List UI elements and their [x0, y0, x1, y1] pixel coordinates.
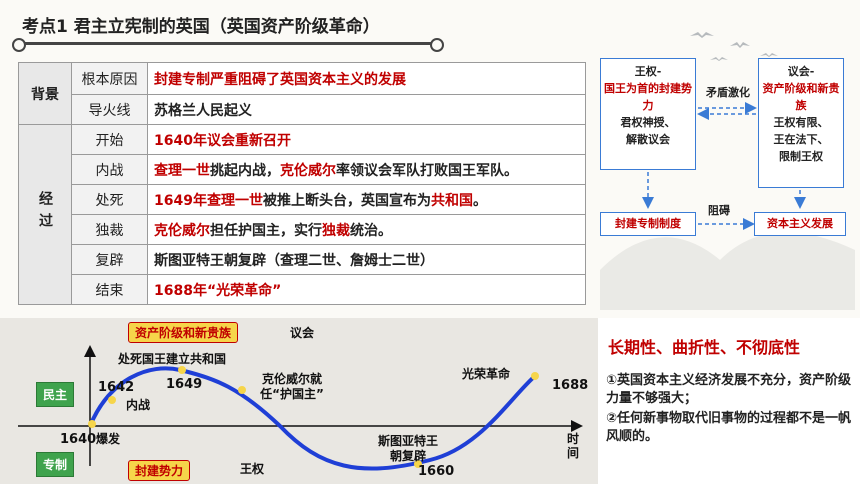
text-part: 克伦威尔 — [154, 222, 210, 239]
year-1649: 1649 — [166, 377, 203, 392]
process-label: 经过 — [18, 124, 72, 305]
relation-diagram: 王权- 国王为首的封建势力 君权神授、 解散议会 议会- 资产阶级和新贵族 王权… — [598, 58, 848, 248]
cromwell-label: 克伦威尔就任“护国主” — [260, 372, 324, 401]
row-desc: 克伦威尔担任护国主，实行独裁统治。 — [147, 214, 586, 245]
autocracy-box: 专制 — [36, 452, 75, 477]
timeline-chart — [18, 345, 583, 471]
text-part: 率领议会军队打败国王军队。 — [336, 162, 518, 179]
time-axis-label: 时间 — [566, 432, 579, 460]
table-row: 导火线 苏格兰人民起义 — [19, 94, 586, 125]
box-line: 王在法下、 — [773, 133, 829, 146]
text-part: 1649年查理一世 — [154, 192, 263, 209]
capitalism-box: 资本主义发展 — [754, 212, 846, 236]
execute-king-label: 处死国王建立共和国 — [118, 352, 227, 366]
summary-title: 长期性、曲折性、不彻底性 — [608, 338, 801, 357]
text-part: 共和国 — [430, 192, 473, 209]
row-desc: 查理一世挑起内战，克伦威尔率领议会军队打败国王军队。 — [147, 154, 586, 185]
row-label: 结束 — [71, 274, 148, 305]
point-1660 — [414, 460, 422, 468]
revolution-table: 背景 根本原因 封建专制严重阻碍了英国资本主义的发展 导火线 苏格兰人民起义 经… — [18, 62, 586, 305]
table-row: 内战 查理一世挑起内战，克伦威尔率领议会军队打败国王军队。 — [19, 154, 586, 185]
civil-war-label: 内战 — [126, 398, 151, 412]
point-1688 — [531, 372, 539, 380]
summary-panel — [598, 318, 860, 484]
box-line: 王权有限、 — [773, 116, 829, 129]
outbreak-label: 爆发 — [96, 432, 121, 446]
row-label: 复辟 — [71, 244, 148, 275]
row-desc: 斯图亚特王朝复辟（查理二世、詹姆士二世） — [147, 244, 586, 275]
box-red-text: 国王为首的封建势力 — [604, 82, 692, 112]
summary-point-1: ①英国资本主义经济发展不充分，资产阶级力量不够强大； — [606, 373, 852, 406]
background-label: 背景 — [18, 62, 72, 125]
text-part: 被推上断头台，英国宣布为 — [262, 192, 431, 209]
text-part: 克伦威尔 — [280, 162, 336, 179]
row-label: 开始 — [71, 124, 148, 155]
revolution-curve — [88, 366, 537, 471]
year-1688: 1688 — [552, 378, 589, 393]
process-label-text: 经过 — [37, 190, 53, 235]
parliament-label: 议会 — [290, 326, 315, 340]
table-row: 复辟 斯图亚特王朝复辟（查理二世、詹姆士二世） — [19, 244, 586, 275]
row-desc: 1688年“光荣革命” — [147, 274, 586, 305]
conflict-label: 矛盾激化 — [706, 86, 750, 99]
point-cromwell — [238, 386, 246, 394]
bourgeoisie-tag: 资产阶级和新贵族 — [128, 322, 239, 343]
row-desc: 1640年议会重新召开 — [147, 124, 586, 155]
box-red-text: 资产阶级和新贵族 — [762, 82, 840, 112]
summary-point-2: ②任何新事物取代旧事物的过程都不是一帆风顺的。 — [606, 411, 852, 444]
democracy-box: 民主 — [36, 382, 75, 407]
text-part: 独裁 — [322, 222, 350, 239]
title-area: 考点1 君主立宪制的英国（英国资产阶级革命） — [12, 8, 444, 52]
row-label: 独裁 — [71, 214, 148, 245]
row-desc: 苏格兰人民起义 — [147, 94, 586, 125]
table-row: 经过 开始 1640年议会重新召开 — [18, 124, 586, 305]
table-row: 处死 1649年查理一世被推上断头台，英国宣布为共和国。 — [19, 184, 586, 215]
title-divider — [12, 38, 444, 52]
point-1642 — [108, 396, 116, 404]
box-line: 限制王权 — [779, 150, 823, 163]
parliament-box: 议会- 资产阶级和新贵族 王权有限、 王在法下、 限制王权 — [758, 58, 844, 188]
table-row: 背景 根本原因 封建专制严重阻碍了英国资本主义的发展 — [18, 62, 586, 125]
landscape-decoration — [600, 32, 855, 310]
feudal-system-box: 封建专制制度 — [600, 212, 696, 236]
monarchy-label: 王权 — [240, 462, 265, 476]
table-row: 独裁 克伦威尔担任护国主，实行独裁统治。 — [19, 214, 586, 245]
box-line: 君权神授、 — [620, 116, 676, 129]
row-label: 处死 — [71, 184, 148, 215]
text-part: 统治。 — [350, 222, 392, 239]
point-1640 — [88, 420, 96, 428]
row-desc: 封建专制严重阻碍了英国资本主义的发展 — [147, 62, 586, 95]
year-1640: 1640 — [60, 432, 97, 447]
year-1642: 1642 — [98, 380, 135, 395]
text-part: 挑起内战， — [210, 162, 280, 179]
row-label: 内战 — [71, 154, 148, 185]
box-title: 王权- — [634, 65, 662, 78]
row-label: 导火线 — [71, 94, 148, 125]
page-title: 考点1 君主立宪制的英国（英国资产阶级革命） — [22, 17, 380, 37]
restoration-label: 斯图亚特王朝复辟 — [377, 434, 438, 463]
obstruct-label: 阻碍 — [708, 204, 730, 217]
monarchy-box: 王权- 国王为首的封建势力 君权神授、 解散议会 — [600, 58, 696, 170]
text-part: 担任护国主，实行 — [210, 222, 322, 239]
box-title: 议会- — [787, 65, 815, 78]
box-line: 解散议会 — [626, 133, 670, 146]
text-part: 查理一世 — [154, 162, 210, 179]
text-part: 。 — [472, 192, 487, 209]
feudal-tag: 封建势力 — [128, 460, 191, 481]
flow-arrows — [642, 102, 806, 230]
row-desc: 1649年查理一世被推上断头台，英国宣布为共和国。 — [147, 184, 586, 215]
glorious-revolution-label: 光荣革命 — [462, 367, 511, 381]
year-1660: 1660 — [418, 464, 455, 479]
point-1649 — [178, 366, 186, 374]
row-label: 根本原因 — [71, 62, 148, 95]
table-row: 结束 1688年“光荣革命” — [19, 274, 586, 305]
